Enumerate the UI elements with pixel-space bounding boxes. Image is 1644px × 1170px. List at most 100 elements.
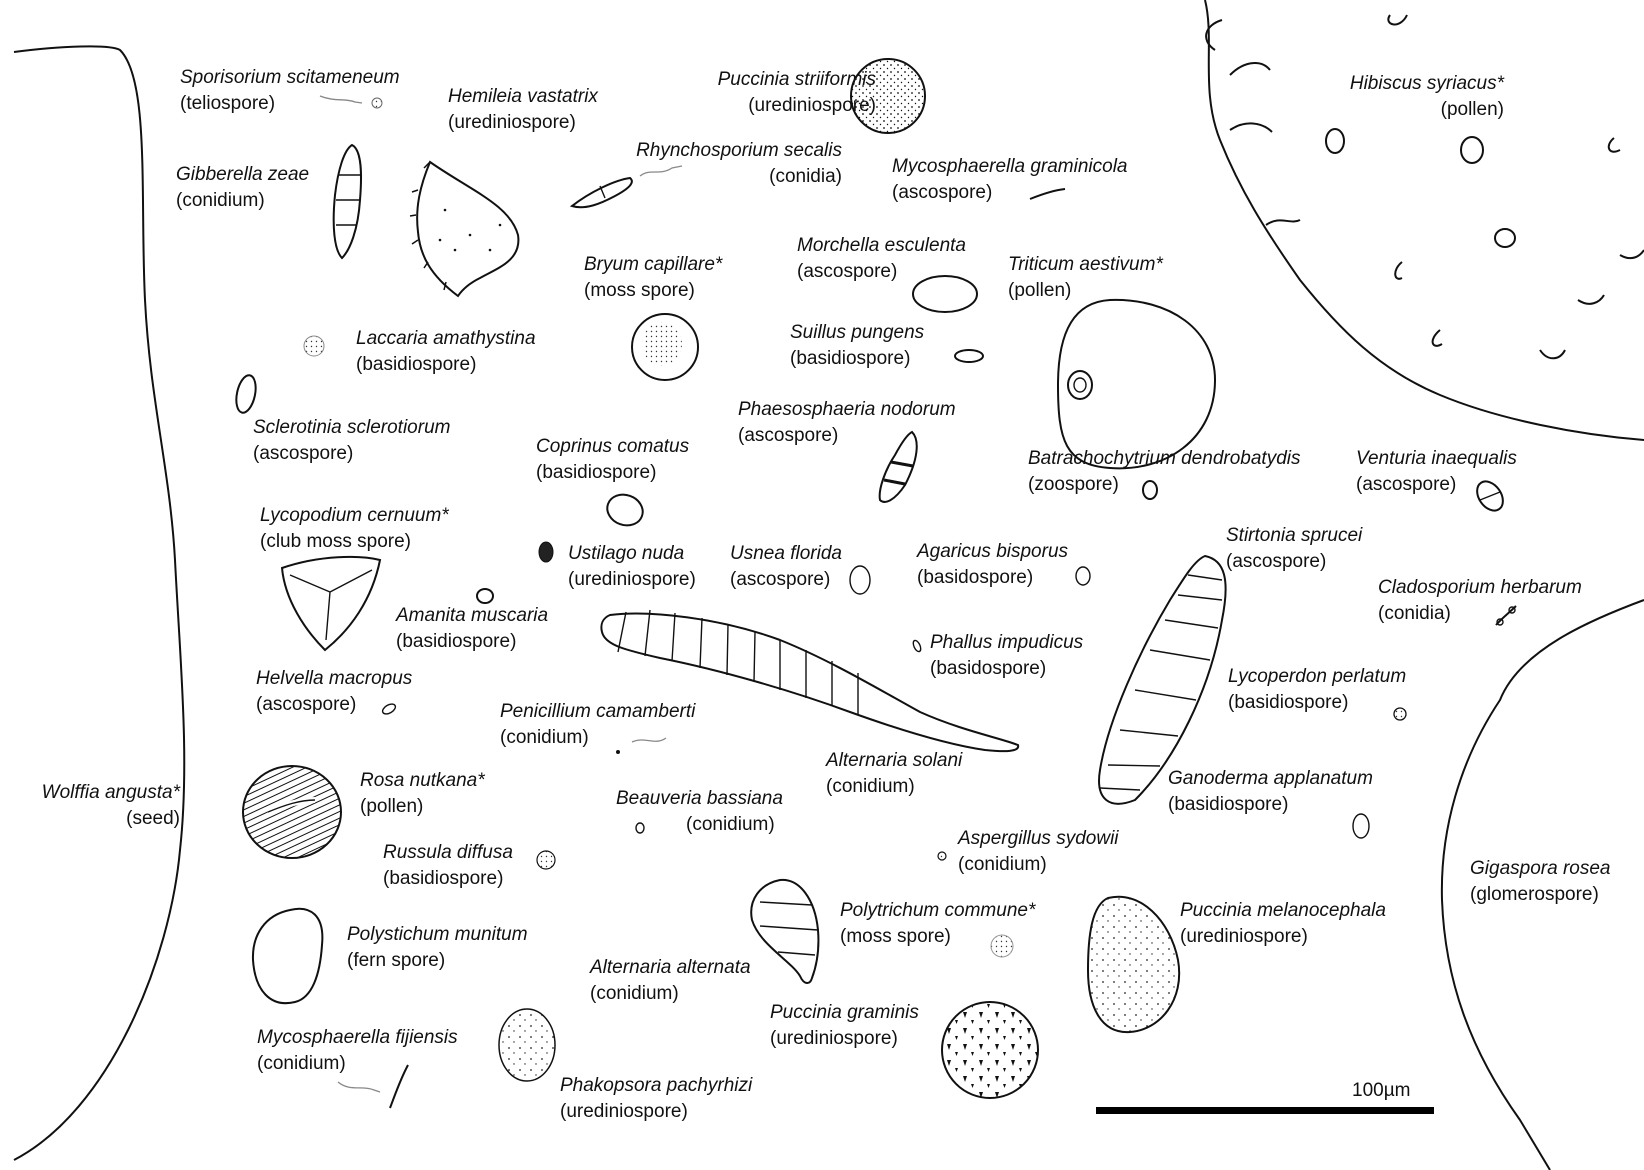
label-usnea: Usnea florida (ascospore)	[730, 541, 842, 593]
label-rhynchosporium: Rhynchosporium secalis (conidia)	[624, 138, 842, 190]
species-name: Usnea florida	[730, 541, 842, 567]
species-name: Agaricus bisporus	[917, 539, 1068, 565]
spore-type: (seed)	[20, 806, 180, 832]
label-alternaria-alternata: Alternaria alternata (conidium)	[590, 955, 751, 1007]
label-puccinia-striiformis: Puccinia striiformis (urediniospore)	[700, 67, 876, 119]
label-sporisorium: Sporisorium scitameneum (teliospore)	[180, 65, 400, 117]
species-name: Phallus impudicus	[930, 630, 1083, 656]
label-polytrichum: Polytrichum commune* (moss spore)	[840, 898, 1035, 950]
label-rosa: Rosa nutkana* (pollen)	[360, 768, 485, 820]
species-name: Mycosphaerella fijiensis	[257, 1025, 458, 1051]
species-name: Lycoperdon perlatum	[1228, 664, 1406, 690]
species-name: Puccinia striiformis	[700, 67, 876, 93]
species-name: Wolffia angusta*	[20, 780, 180, 806]
label-hemileia: Hemileia vastatrix (urediniospore)	[448, 84, 598, 136]
alternaria-alternata-conidium	[751, 880, 818, 983]
species-name: Beauveria bassiana	[616, 786, 783, 812]
spore-type: (ascospore)	[1356, 472, 1517, 498]
lycopodium-spore	[282, 557, 380, 650]
amanita-basidiospore	[477, 589, 493, 603]
species-name: Gibberella zeae	[176, 162, 309, 188]
species-name: Venturia inaequalis	[1356, 446, 1517, 472]
laccaria-basidiospore	[304, 336, 324, 356]
label-ustilago: Ustilago nuda (urediniospore)	[568, 541, 696, 593]
phakopsora-urediniospore	[499, 1009, 555, 1081]
spore-type: (pollen)	[1340, 97, 1504, 123]
species-name: Hibiscus syriacus*	[1340, 71, 1504, 97]
spore-type: (basidiospore)	[356, 352, 536, 378]
spore-type: (urediniospore)	[568, 567, 696, 593]
spore-type: (basidiospore)	[536, 460, 689, 486]
spore-type: (moss spore)	[584, 278, 722, 304]
species-name: Phaesosphaeria nodorum	[738, 397, 956, 423]
label-sclerotinia: Sclerotinia sclerotiorum (ascospore)	[253, 415, 450, 467]
spore-type: (ascospore)	[1226, 549, 1362, 575]
species-name: Ustilago nuda	[568, 541, 696, 567]
species-name: Amanita muscaria	[396, 603, 548, 629]
spore-type: (conidium)	[590, 981, 751, 1007]
species-name: Triticum aestivum*	[1008, 252, 1163, 278]
label-laccaria: Laccaria amathystina (basidiospore)	[356, 326, 536, 378]
spore-type: (basidiospore)	[790, 346, 924, 372]
spore-type: (club moss spore)	[260, 529, 449, 555]
label-lycopodium: Lycopodium cernuum* (club moss spore)	[260, 503, 449, 555]
species-name: Rosa nutkana*	[360, 768, 485, 794]
label-puccinia-melanocephala: Puccinia melanocephala (urediniospore)	[1180, 898, 1386, 950]
species-name: Hemileia vastatrix	[448, 84, 598, 110]
scale-bar-label: 100µm	[1352, 1080, 1410, 1102]
species-name: Alternaria solani	[826, 748, 962, 774]
label-batrachochytrium: Batrachochytrium dendrobatydis (zoospore…	[1028, 446, 1300, 498]
label-beauveria: Beauveria bassiana (conidium)	[616, 786, 783, 838]
label-triticum: Triticum aestivum* (pollen)	[1008, 252, 1163, 304]
spore-type: (basidiospore)	[383, 866, 513, 892]
species-name: Phakopsora pachyrhizi	[560, 1073, 752, 1099]
label-polystichum: Polystichum munitum (fern spore)	[347, 922, 528, 974]
species-name: Russula diffusa	[383, 840, 513, 866]
label-russula: Russula diffusa (basidiospore)	[383, 840, 513, 892]
phallus-basidospore	[912, 639, 923, 652]
russula-basidiospore	[537, 851, 555, 869]
label-gibberella: Gibberella zeae (conidium)	[176, 162, 309, 214]
spore-type: (conidium)	[826, 774, 962, 800]
species-name: Sporisorium scitameneum	[180, 65, 400, 91]
species-name: Alternaria alternata	[590, 955, 751, 981]
spore-type: (pollen)	[360, 794, 485, 820]
label-aspergillus: Aspergillus sydowii (conidium)	[958, 826, 1119, 878]
species-name: Penicillium camamberti	[500, 699, 695, 725]
gibberella-conidium	[334, 145, 361, 258]
label-coprinus: Coprinus comatus (basidiospore)	[536, 434, 689, 486]
scale-bar	[1096, 1107, 1434, 1114]
spore-type: (basidiospore)	[1168, 792, 1373, 818]
label-phaesosphaeria: Phaesosphaeria nodorum (ascospore)	[738, 397, 956, 449]
spore-type: (basidospore)	[930, 656, 1083, 682]
species-name: Morchella esculenta	[797, 233, 966, 259]
spore-type: (teliospore)	[180, 91, 400, 117]
species-name: Stirtonia sprucei	[1226, 523, 1362, 549]
spore-type: (basidiospore)	[396, 629, 548, 655]
species-name: Coprinus comatus	[536, 434, 689, 460]
label-mycosphaerella-fijiensis: Mycosphaerella fijiensis (conidium)	[257, 1025, 458, 1077]
label-alternaria-solani: Alternaria solani (conidium)	[826, 748, 962, 800]
species-name: Lycopodium cernuum*	[260, 503, 449, 529]
species-name: Mycosphaerella graminicola	[892, 154, 1128, 180]
spore-type: (urediniospore)	[1180, 924, 1386, 950]
species-name: Polystichum munitum	[347, 922, 528, 948]
sclerotinia-ascospore	[233, 374, 259, 415]
triticum-pollen	[1058, 300, 1215, 468]
species-name: Batrachochytrium dendrobatydis	[1028, 446, 1300, 472]
coprinus-basidiospore	[603, 490, 647, 531]
spore-type: (urediniospore)	[700, 93, 876, 119]
species-name: Cladosporium herbarum	[1378, 575, 1582, 601]
species-name: Helvella macropus	[256, 666, 412, 692]
spore-type: (urediniospore)	[560, 1099, 752, 1125]
species-name: Sclerotinia sclerotiorum	[253, 415, 450, 441]
label-gigaspora: Gigaspora rosea (glomerospore)	[1470, 856, 1610, 908]
label-puccinia-graminis: Puccinia graminis (urediniospore)	[770, 1000, 919, 1052]
ustilago-urediniospore	[539, 542, 553, 562]
label-penicillium: Penicillium camamberti (conidium)	[500, 699, 695, 751]
species-name: Polytrichum commune*	[840, 898, 1035, 924]
label-amanita: Amanita muscaria (basidiospore)	[396, 603, 548, 655]
species-name: Gigaspora rosea	[1470, 856, 1610, 882]
spore-type: (conidium)	[500, 725, 695, 751]
